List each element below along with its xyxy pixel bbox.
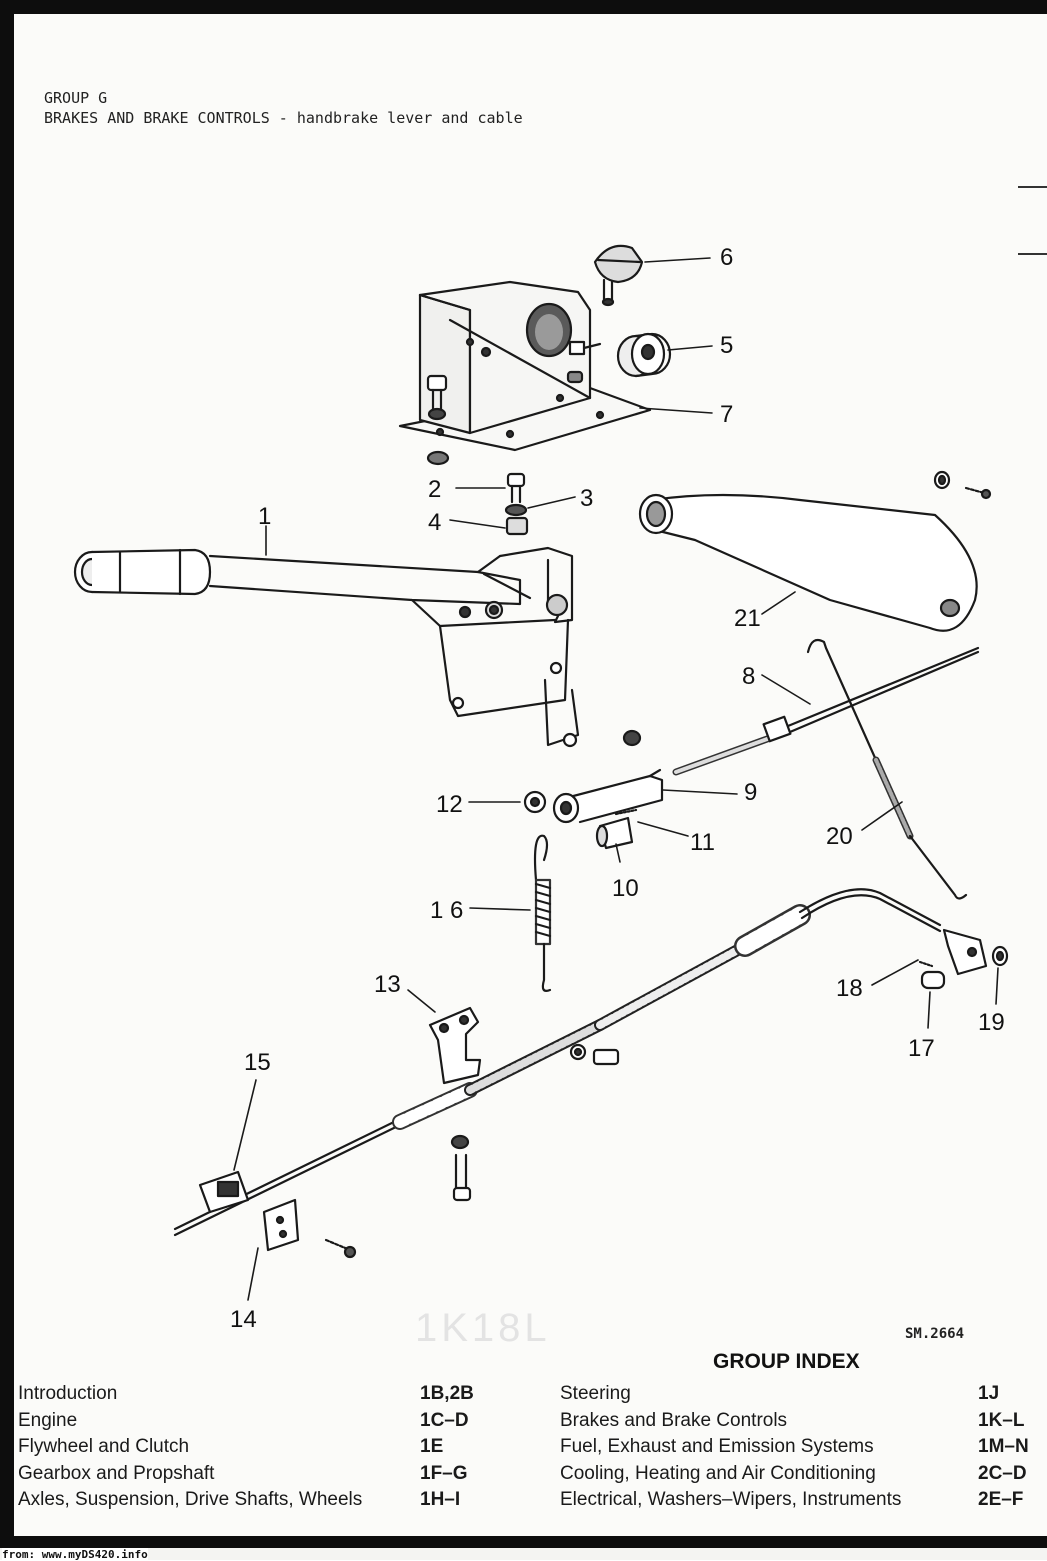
- part-20-spring: [806, 638, 968, 900]
- parts-2-3-4-fasteners: [504, 472, 529, 536]
- callout-8: 8: [742, 663, 755, 690]
- index-item-name: Steering: [560, 1383, 631, 1405]
- page-title: BRAKES AND BRAKE CONTROLS - handbrake le…: [44, 109, 523, 127]
- part-21-gaiter: [638, 470, 992, 632]
- parts-14-15-clips: [198, 1170, 357, 1259]
- index-item-code: 1F–G: [420, 1462, 468, 1484]
- source-footer: from: www.myDS420.info: [2, 1548, 148, 1561]
- index-item-name: Electrical, Washers–Wipers, Instruments: [560, 1489, 902, 1511]
- index-item[interactable]: Steering 1J: [560, 1381, 1029, 1408]
- part-9-yoke: [523, 729, 664, 824]
- index-item-code: 1E: [420, 1436, 444, 1458]
- index-item-code: 1C–D: [420, 1409, 469, 1431]
- callout-6: 6: [720, 244, 733, 271]
- index-item[interactable]: Introduction 1B,2B: [18, 1381, 474, 1408]
- callout-9: 9: [744, 779, 757, 806]
- callout-7: 7: [720, 401, 733, 428]
- part-13-bracket: [428, 1006, 620, 1202]
- callout-11: 11: [690, 829, 715, 856]
- scan-border-left: [0, 0, 14, 1548]
- callout-10: 10: [612, 875, 639, 902]
- callout-19: 19: [978, 1009, 1005, 1036]
- index-item-name: Brakes and Brake Controls: [560, 1409, 788, 1431]
- leader-lines: [233, 257, 999, 1301]
- callout-13: 13: [374, 971, 401, 998]
- group-index-right: Steering 1J Brakes and Brake Controls 1K…: [560, 1381, 1029, 1514]
- part-7-bracket: [398, 280, 652, 466]
- part-8-cable: [672, 646, 980, 776]
- callout-14: 14: [230, 1306, 257, 1333]
- index-item-code: 1M–N: [978, 1436, 1029, 1458]
- scan-border-bottom: [0, 1536, 1047, 1548]
- edge-mark: [1018, 186, 1047, 188]
- callout-3: 3: [580, 485, 593, 512]
- exploded-diagram: 1 2 3 4 5 6 7 8 9 10 11 12 13 14 15 1 6 …: [73, 244, 1009, 1333]
- index-item[interactable]: Brakes and Brake Controls 1K–L: [560, 1408, 1029, 1435]
- index-item-name: Introduction: [18, 1383, 118, 1405]
- index-item-name: Cooling, Heating and Air Conditioning: [560, 1462, 876, 1484]
- callout-20: 20: [826, 823, 853, 850]
- index-item-name: Fuel, Exhaust and Emission Systems: [560, 1436, 874, 1458]
- group-label: GROUP G: [44, 89, 108, 107]
- scan-border-top: [0, 0, 1047, 14]
- callout-18: 18: [836, 975, 863, 1002]
- group-index-title: GROUP INDEX: [713, 1350, 860, 1373]
- index-item-code: 2C–D: [978, 1462, 1027, 1484]
- parts-10-11-pin: [595, 808, 638, 850]
- callout-16: 1 6: [430, 897, 463, 924]
- index-item[interactable]: Fuel, Exhaust and Emission Systems 1M–N: [560, 1434, 1029, 1461]
- index-item-code: 1J: [978, 1383, 1000, 1405]
- index-item-code: 1H–I: [420, 1489, 461, 1511]
- callout-1: 1: [258, 503, 271, 530]
- index-item-code: 2E–F: [978, 1489, 1024, 1511]
- manual-sheet: [14, 14, 1047, 1536]
- callout-5: 5: [720, 332, 733, 359]
- part-1-lever: [73, 546, 580, 748]
- index-item-code: 1K–L: [978, 1409, 1025, 1431]
- group-index-left: Introduction 1B,2B Engine 1C–D Flywheel …: [18, 1381, 474, 1514]
- callout-2: 2: [428, 476, 441, 503]
- index-item[interactable]: Engine 1C–D: [18, 1408, 474, 1435]
- index-item[interactable]: Flywheel and Clutch 1E: [18, 1434, 474, 1461]
- index-item-name: Engine: [18, 1409, 78, 1431]
- index-item[interactable]: Axles, Suspension, Drive Shafts, Wheels …: [18, 1487, 474, 1514]
- index-item[interactable]: Gearbox and Propshaft 1F–G: [18, 1461, 474, 1488]
- part-5-bush: [616, 332, 672, 378]
- callout-4: 4: [428, 509, 441, 536]
- callout-17: 17: [908, 1035, 935, 1062]
- index-item-name: Flywheel and Clutch: [18, 1436, 190, 1458]
- page-header: GROUP G BRAKES AND BRAKE CONTROLS - hand…: [44, 88, 523, 128]
- rear-cable-assembly: [173, 888, 1009, 1237]
- index-item-name: Axles, Suspension, Drive Shafts, Wheels: [18, 1489, 363, 1511]
- part-6-knob: [593, 244, 644, 307]
- part-16-spring: [533, 834, 552, 992]
- index-item-name: Gearbox and Propshaft: [18, 1462, 215, 1484]
- index-item-code: 1B,2B: [420, 1383, 474, 1405]
- index-item[interactable]: Electrical, Washers–Wipers, Instruments …: [560, 1487, 1029, 1514]
- drawing-code: SM.2664: [905, 1326, 965, 1342]
- callout-numbers: 1 2 3 4 5 6 7 8 9 10 11 12 13 14 15 1 6 …: [230, 244, 1005, 1333]
- edge-mark: [1018, 253, 1047, 255]
- index-item[interactable]: Cooling, Heating and Air Conditioning 2C…: [560, 1461, 1029, 1488]
- callout-12: 12: [436, 791, 463, 818]
- faint-page-code: 1K18L: [415, 1306, 551, 1350]
- callout-21: 21: [734, 605, 761, 632]
- callout-15: 15: [244, 1049, 271, 1076]
